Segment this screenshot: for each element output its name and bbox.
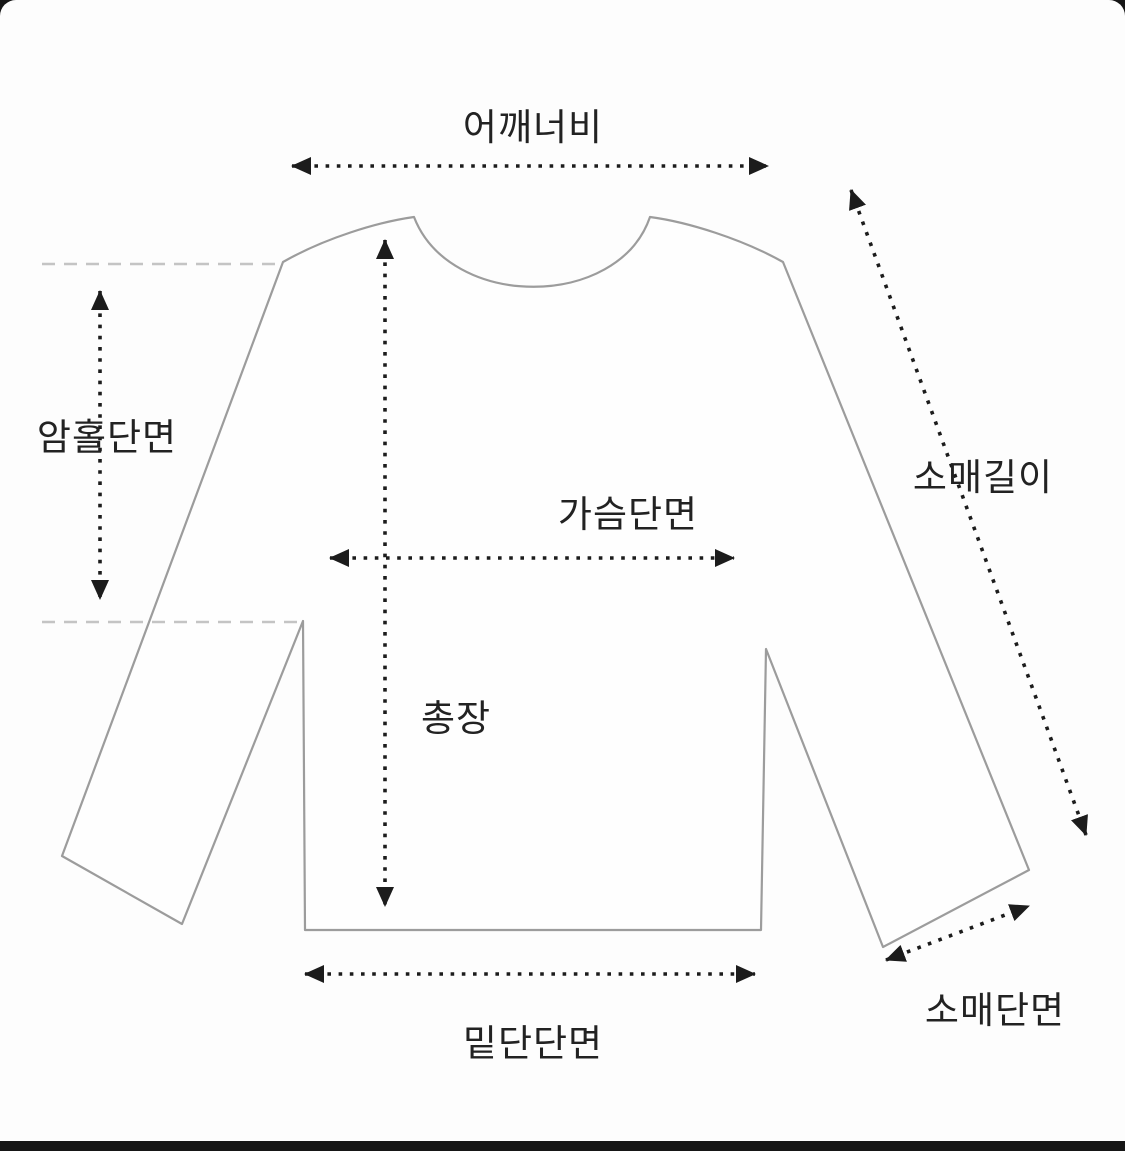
shoulder-width-label: 어깨너비 [463,107,603,148]
sleeve-cuff-width-label: 소매단면 [925,990,1065,1031]
sleeve-cuff-arrow [885,904,1030,962]
garment-outline [60,215,1031,949]
hem-width-label: 밑단단면 [463,1023,603,1064]
total-length-label: 총장 [421,698,491,739]
chest-width-label: 가슴단면 [558,494,698,535]
sleeve-length-arrow [849,189,1088,836]
sleeve-length-label: 소매길이 [913,457,1053,498]
armhole-depth-label: 암홀단면 [37,417,177,458]
